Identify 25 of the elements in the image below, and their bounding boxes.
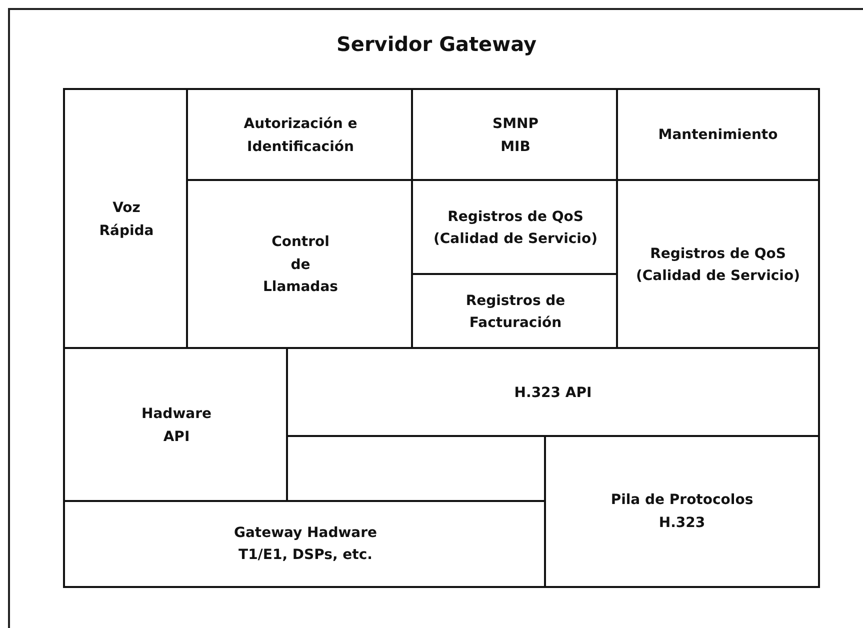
- block-label: Hadware API: [140, 405, 212, 446]
- block-label: Registros de QoS (Calidad de Servicio): [635, 244, 801, 286]
- layer-block: [186, 88, 413, 181]
- layer-block: [411, 88, 618, 181]
- layer-block: [411, 273, 618, 349]
- empty-block: [286, 435, 546, 502]
- outer-frame: [8, 8, 863, 628]
- frame-label: Servidor Gateway: [336, 32, 537, 56]
- layer-block: [411, 179, 618, 275]
- block-label: Registros de QoS (Calidad de Servicio): [432, 208, 598, 249]
- block-label: Control de Llamadas: [262, 233, 339, 298]
- layer-block: [544, 435, 820, 588]
- block-label: H.323 API: [514, 384, 592, 403]
- layer-block: [63, 500, 546, 588]
- block-label: Voz Rápida: [98, 199, 155, 240]
- layer-block: [616, 179, 820, 349]
- block-label: Gateway Hadware T1/E1, DSPs, etc.: [232, 524, 378, 565]
- block-label: Mantenimiento: [658, 126, 778, 146]
- layer-block: [63, 88, 188, 349]
- block-label: Pila de Protocolos H.323: [610, 491, 754, 532]
- block-label: SMNP MIB: [492, 115, 540, 156]
- layer-block: [186, 179, 413, 349]
- layer-block: [616, 88, 820, 181]
- block-label: Autorización e Identificación: [242, 115, 358, 156]
- block-label: Registros de Facturación: [464, 292, 566, 333]
